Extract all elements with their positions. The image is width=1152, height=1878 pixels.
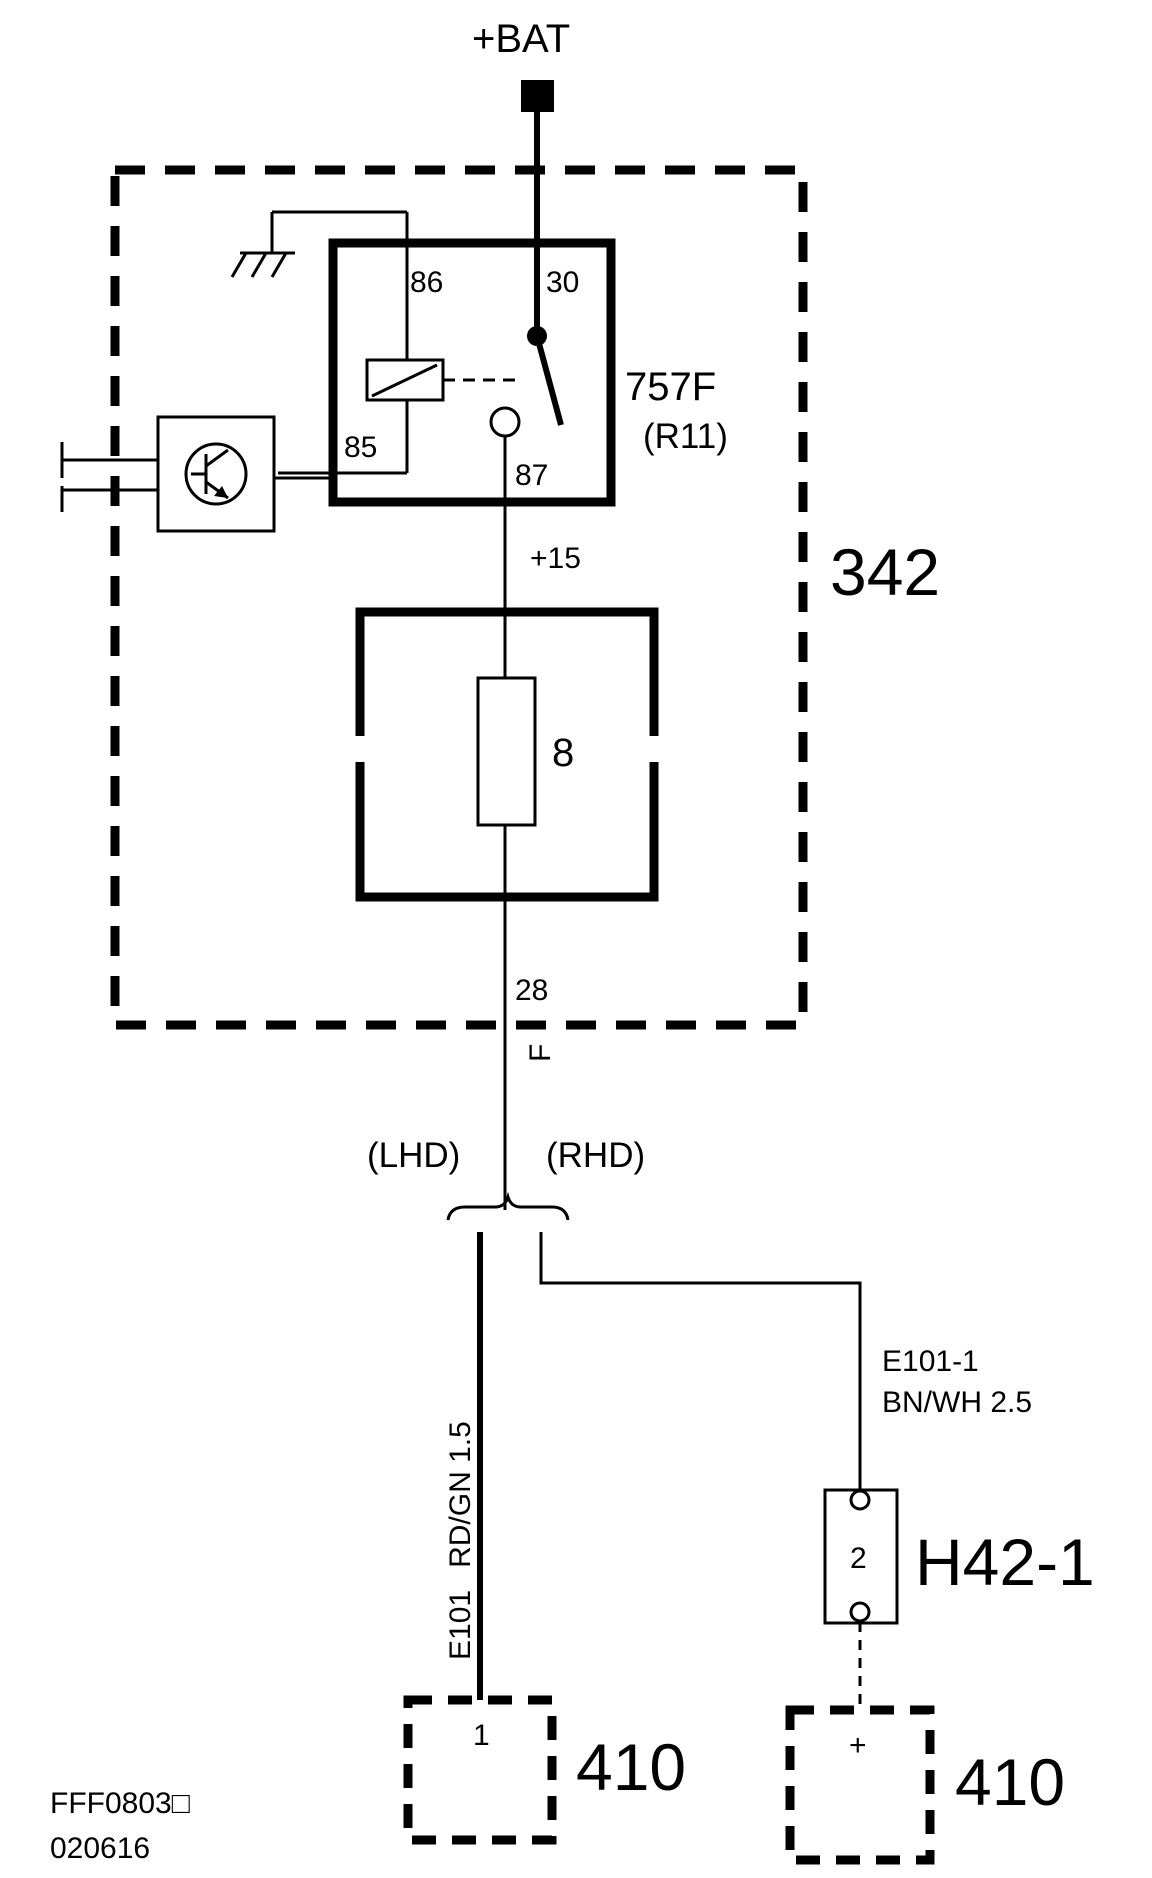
battery-supply-label: +BAT — [472, 17, 570, 61]
battery-terminal — [521, 80, 554, 112]
fused-supply-label: +15 — [530, 542, 581, 575]
fuse-number-label: 8 — [552, 731, 574, 775]
diagram-code-label: FFF0803□ — [50, 1787, 191, 1820]
target-left-id-label: 410 — [576, 1730, 686, 1804]
ground-icon — [230, 252, 248, 278]
module-342-border — [110, 165, 808, 1030]
relay-pin-86-label: 86 — [410, 266, 443, 299]
target-right-pin-label: + — [849, 1729, 867, 1762]
ground-icon — [250, 252, 268, 278]
target-410-left — [403, 1695, 557, 1845]
connector-id-label: H42-1 — [915, 1525, 1095, 1599]
rhd-wire-spec-label: BN/WH 2.5 — [882, 1386, 1032, 1419]
fuse-element — [476, 676, 537, 827]
transistor-icon — [205, 448, 229, 468]
relay-pin-87-contact — [489, 406, 521, 438]
connector-pin-icon — [849, 1601, 871, 1623]
variant-brace — [446, 1191, 570, 1221]
target-410-right — [785, 1705, 935, 1865]
rhd-wire — [539, 1232, 862, 1490]
relay-ref-label: (R11) — [643, 417, 728, 456]
relay-pin-30-label: 30 — [546, 266, 579, 299]
module-id-label: 342 — [830, 535, 940, 609]
variant-rhd-label: (RHD) — [546, 1136, 645, 1175]
lhd-wire-label: E101RD/GN 1.5 — [444, 1421, 477, 1660]
target-right-id-label: 410 — [955, 1745, 1065, 1819]
transistor-icon — [184, 442, 248, 506]
relay-pin-85-label: 85 — [344, 431, 377, 464]
relay-box — [328, 238, 616, 507]
transistor-icon — [214, 486, 228, 498]
relay-pin-87-label: 87 — [515, 459, 548, 492]
connector-pin-label: 2 — [850, 1542, 867, 1575]
connector-pin-icon — [849, 1489, 871, 1511]
relay-coil-icon — [371, 363, 438, 398]
transistor-box — [156, 415, 276, 533]
variant-lhd-label: (LHD) — [367, 1136, 460, 1175]
fuse-holder-gap — [350, 736, 370, 762]
rhd-wire-id-label: E101-1 — [882, 1345, 979, 1378]
fuse-output-pin-label: 28 — [515, 974, 548, 1007]
ground-icon — [270, 252, 288, 278]
relay-code-label: 757F — [625, 365, 716, 409]
fuse-holder-gap — [644, 736, 664, 762]
target-left-pin-label: 1 — [473, 1719, 490, 1752]
relay-switch-blade — [534, 335, 564, 426]
diagram-date-label: 020616 — [50, 1832, 150, 1865]
fuse-output-letter-label: F — [524, 1044, 557, 1062]
